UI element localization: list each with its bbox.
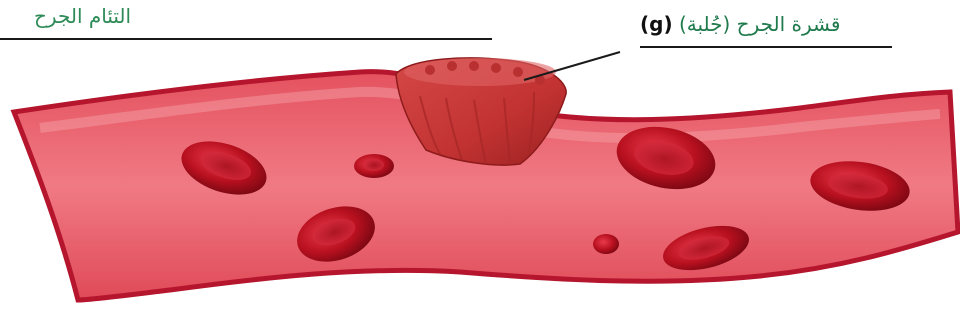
- red-blood-cell: [593, 234, 619, 254]
- red-blood-cell: [354, 154, 394, 178]
